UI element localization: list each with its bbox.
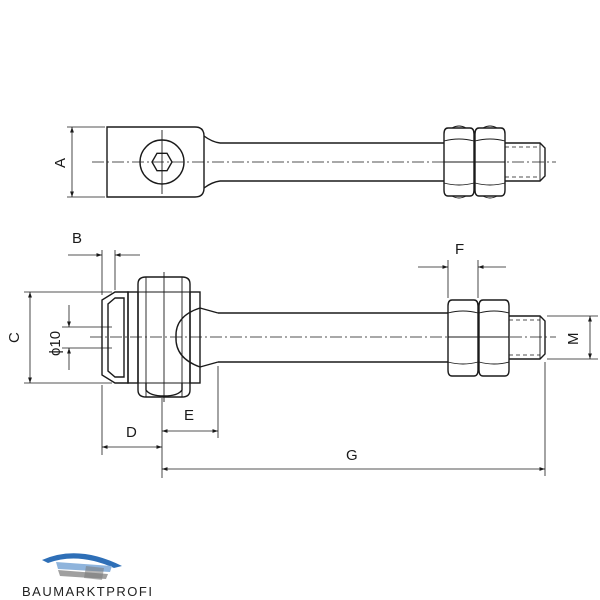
dim-C: C xyxy=(6,291,112,384)
dim-D: D xyxy=(101,385,163,478)
top-thread xyxy=(505,142,546,182)
top-rod xyxy=(220,142,444,182)
clevis-jaw xyxy=(189,291,201,384)
label-M: M xyxy=(565,333,582,346)
logo-roof-icon xyxy=(42,553,122,580)
label-D: D xyxy=(126,424,137,441)
logo-text: BAUMARKTPROFI xyxy=(22,584,153,599)
dim-B: B xyxy=(68,230,140,295)
top-nut-2 xyxy=(474,125,506,199)
dim-G: G xyxy=(162,362,546,476)
label-B: B xyxy=(72,230,82,247)
side-rod xyxy=(218,312,448,363)
top-hex-socket xyxy=(151,152,173,172)
label-F: F xyxy=(455,241,464,258)
neck-curve xyxy=(175,307,201,368)
clevis-inner xyxy=(107,297,125,378)
neck-lines xyxy=(199,307,219,368)
label-C: C xyxy=(6,332,23,343)
top-view: A xyxy=(52,125,556,199)
top-nut-1 xyxy=(443,125,475,199)
side-nut-2 xyxy=(478,299,510,377)
side-view: B C ϕ10 D E xyxy=(6,230,598,478)
pin-head xyxy=(145,383,183,397)
dim-E: E xyxy=(162,366,219,438)
clevis-pin xyxy=(137,276,191,398)
top-neck xyxy=(203,135,221,189)
clevis-body xyxy=(127,291,139,384)
label-G: G xyxy=(346,447,358,464)
side-nut-1 xyxy=(447,299,479,377)
label-phi10: ϕ10 xyxy=(47,331,64,356)
baumarktprofi-logo: BAUMARKTPROFI xyxy=(22,553,153,599)
dim-F: F xyxy=(418,241,506,298)
label-E: E xyxy=(184,407,194,424)
dim-M: M xyxy=(547,315,598,360)
side-thread xyxy=(509,315,546,360)
dim-phi10: ϕ10 xyxy=(47,305,112,370)
label-A: A xyxy=(52,158,69,168)
dim-A: A xyxy=(52,126,105,198)
